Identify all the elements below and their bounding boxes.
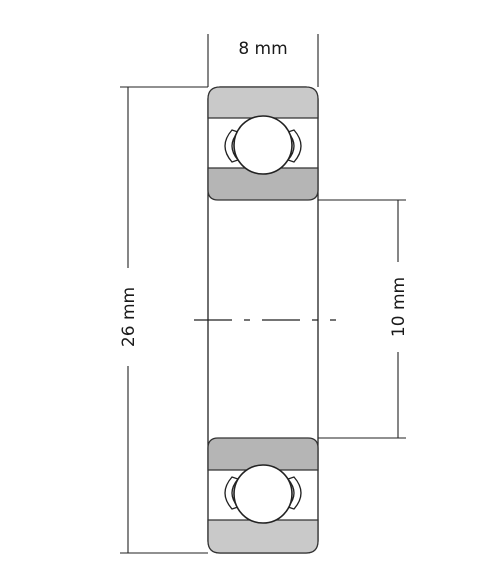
bottom-section: [207, 437, 319, 554]
bottom-inner-ring: [207, 437, 319, 471]
inner-diameter-label: 10 mm: [389, 277, 409, 337]
bottom-outer-ring: [207, 519, 319, 554]
bottom-cage-left: [224, 476, 240, 510]
bottom-ball: [233, 464, 293, 524]
top-ball: [233, 115, 293, 175]
outer-diameter-label: 26 mm: [119, 287, 139, 347]
top-cage-left: [224, 129, 240, 163]
inner-diameter-dimension: 10 mm: [318, 199, 409, 439]
top-outer-ring: [207, 86, 319, 119]
outer-diameter-dimension: 26 mm: [119, 86, 208, 554]
top-inner-ring: [207, 167, 319, 201]
width-dimension: 8 mm: [207, 34, 319, 87]
top-section: [207, 86, 319, 201]
width-label: 8 mm: [238, 39, 287, 59]
bottom-cage-right: [286, 476, 302, 510]
top-cage-right: [286, 129, 302, 163]
